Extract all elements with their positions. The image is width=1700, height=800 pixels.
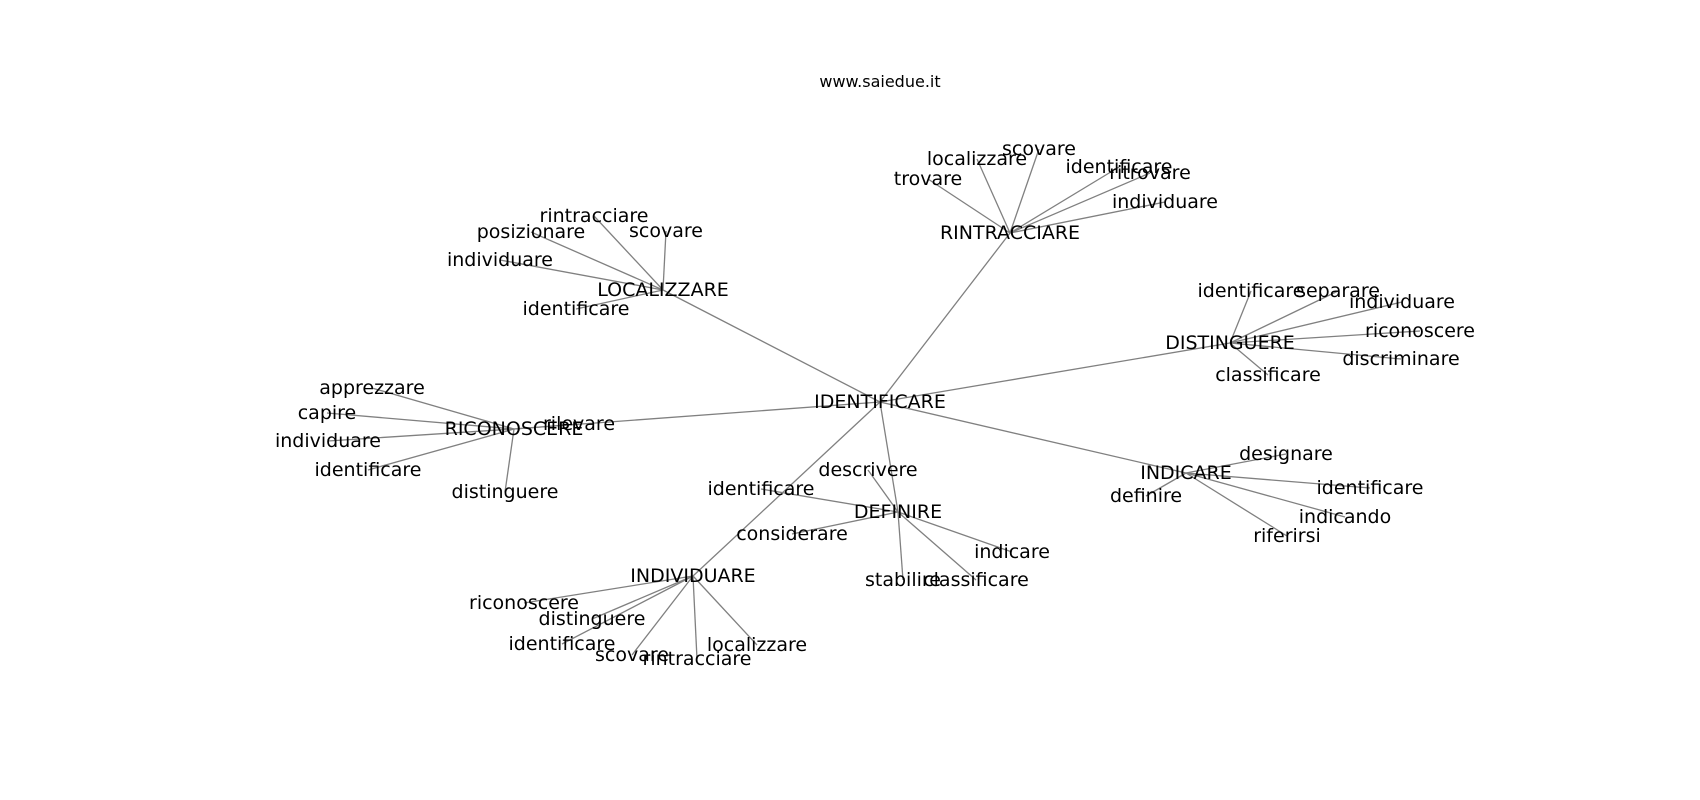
edge-hub-leaf bbox=[1009, 201, 1166, 234]
edge-hub-leaf bbox=[1185, 472, 1288, 537]
edge-hub-leaf bbox=[1185, 472, 1371, 489]
edge-hub-leaf bbox=[1229, 342, 1269, 376]
center-node-label: IDENTIFICARE bbox=[814, 391, 946, 413]
leaf-node-label: trovare bbox=[894, 168, 962, 190]
hub-node-label: RICONOSCERE bbox=[445, 418, 584, 440]
leaf-node-label: discriminare bbox=[1342, 348, 1459, 370]
leaf-node-label: posizionare bbox=[477, 221, 586, 243]
leaf-node-label: individuare bbox=[1349, 291, 1455, 313]
leaf-node-label: identificare bbox=[315, 459, 422, 481]
edge-hub-leaf bbox=[760, 488, 899, 513]
leaf-node-label: riconoscere bbox=[469, 592, 579, 614]
edge-hub-leaf bbox=[1229, 290, 1339, 344]
leaf-node-label: indicare bbox=[974, 541, 1050, 563]
edge-hub-leaf bbox=[1185, 472, 1346, 518]
leaf-node-label: considerare bbox=[736, 523, 848, 545]
edge-hub-leaf bbox=[692, 575, 698, 660]
edge-hub-leaf bbox=[326, 412, 515, 430]
edge-hub-leaf bbox=[513, 423, 580, 430]
leaf-node-label: localizzare bbox=[707, 634, 807, 656]
edge-hub-leaf bbox=[1229, 342, 1402, 360]
hub-node-label: INDICARE bbox=[1140, 462, 1232, 484]
edge-hub-leaf bbox=[591, 575, 694, 620]
leaf-node-label: definire bbox=[1110, 485, 1182, 507]
leaf-node-label: descrivere bbox=[818, 459, 917, 481]
edge-center-hub bbox=[879, 401, 899, 513]
leaf-node-label: scovare bbox=[595, 644, 669, 666]
node-labels: IDENTIFICARERINTRACCIAREtrovarelocalizza… bbox=[275, 138, 1475, 670]
site-caption: www.saiedue.it bbox=[819, 72, 941, 91]
edge-center-hub bbox=[662, 289, 881, 403]
hub-node-label: DISTINGUERE bbox=[1165, 332, 1295, 354]
edge-hub-leaf bbox=[867, 469, 899, 513]
leaf-node-label: classificare bbox=[1215, 364, 1321, 386]
edge-hub-leaf bbox=[1145, 472, 1187, 497]
edge-hub-leaf bbox=[367, 428, 515, 471]
hub-node-label: RINTRACCIARE bbox=[940, 222, 1080, 244]
leaf-node-label: scovare bbox=[629, 220, 703, 242]
edge-hub-leaf bbox=[523, 575, 694, 604]
hub-node-label: INDIVIDUARE bbox=[630, 565, 755, 587]
edge-center-hub bbox=[879, 401, 1187, 474]
leaf-node-label: distinguere bbox=[452, 481, 559, 503]
hub-node-label: DEFINIRE bbox=[854, 501, 942, 523]
leaf-node-label: scovare bbox=[1002, 138, 1076, 160]
leaf-node-label: individuare bbox=[275, 430, 381, 452]
leaf-node-label: localizzare bbox=[927, 148, 1027, 170]
edge-hub-leaf bbox=[631, 575, 694, 656]
edge-hub-leaf bbox=[1229, 290, 1252, 344]
edge-hub-leaf bbox=[1009, 172, 1151, 234]
edge-hub-leaf bbox=[976, 158, 1011, 234]
leaf-node-label: identificare bbox=[1066, 156, 1173, 178]
edges bbox=[326, 148, 1421, 660]
leaf-node-label: identificare bbox=[1198, 280, 1305, 302]
leaf-node-label: riconoscere bbox=[1365, 320, 1475, 342]
leaf-node-label: individuare bbox=[1112, 191, 1218, 213]
leaf-node-label: apprezzare bbox=[319, 377, 425, 399]
edge-hub-leaf bbox=[561, 575, 694, 645]
edge-center-hub bbox=[879, 342, 1231, 403]
edge-center-hub bbox=[692, 401, 881, 577]
leaf-node-label: separare bbox=[1296, 280, 1380, 302]
leaf-node-label: individuare bbox=[447, 249, 553, 271]
edge-hub-leaf bbox=[791, 511, 899, 535]
edge-hub-leaf bbox=[371, 387, 515, 430]
edge-hub-leaf bbox=[327, 428, 515, 442]
hub-node-label: LOCALIZZARE bbox=[597, 279, 729, 301]
edge-hub-leaf bbox=[692, 575, 758, 646]
edge-hub-leaf bbox=[1009, 166, 1120, 234]
leaf-node-label: rintracciare bbox=[540, 205, 649, 227]
edge-hub-leaf bbox=[504, 428, 515, 493]
edge-hub-leaf bbox=[662, 230, 667, 291]
leaf-node-label: identificare bbox=[708, 478, 815, 500]
leaf-node-label: rilevare bbox=[543, 413, 615, 435]
leaf-node-label: identificare bbox=[1317, 477, 1424, 499]
edge-hub-leaf bbox=[593, 215, 664, 291]
leaf-node-label: riferirsi bbox=[1253, 525, 1321, 547]
edge-hub-leaf bbox=[927, 178, 1011, 234]
leaf-node-label: identificare bbox=[523, 298, 630, 320]
edge-hub-leaf bbox=[897, 511, 904, 581]
leaf-node-label: classificare bbox=[923, 569, 1029, 591]
edge-hub-leaf bbox=[530, 231, 664, 291]
leaf-node-label: capire bbox=[298, 402, 357, 424]
leaf-node-label: indicando bbox=[1299, 506, 1391, 528]
leaf-node-label: stabilire bbox=[865, 569, 941, 591]
edge-hub-leaf bbox=[575, 289, 664, 310]
leaf-node-label: identificare bbox=[509, 633, 616, 655]
edge-hub-leaf bbox=[1009, 148, 1040, 234]
leaf-node-label: distinguere bbox=[539, 608, 646, 630]
leaf-node-label: designare bbox=[1239, 443, 1333, 465]
edge-center-hub bbox=[879, 232, 1011, 403]
edge-hub-leaf bbox=[1229, 330, 1421, 344]
edge-hub-leaf bbox=[1229, 301, 1403, 344]
edge-hub-leaf bbox=[1185, 453, 1287, 474]
edge-hub-leaf bbox=[499, 259, 664, 291]
edge-hub-leaf bbox=[897, 511, 977, 581]
leaf-node-label: ritrovare bbox=[1109, 162, 1191, 184]
leaf-node-label: rintracciare bbox=[643, 648, 752, 670]
edge-hub-leaf bbox=[897, 511, 1013, 553]
